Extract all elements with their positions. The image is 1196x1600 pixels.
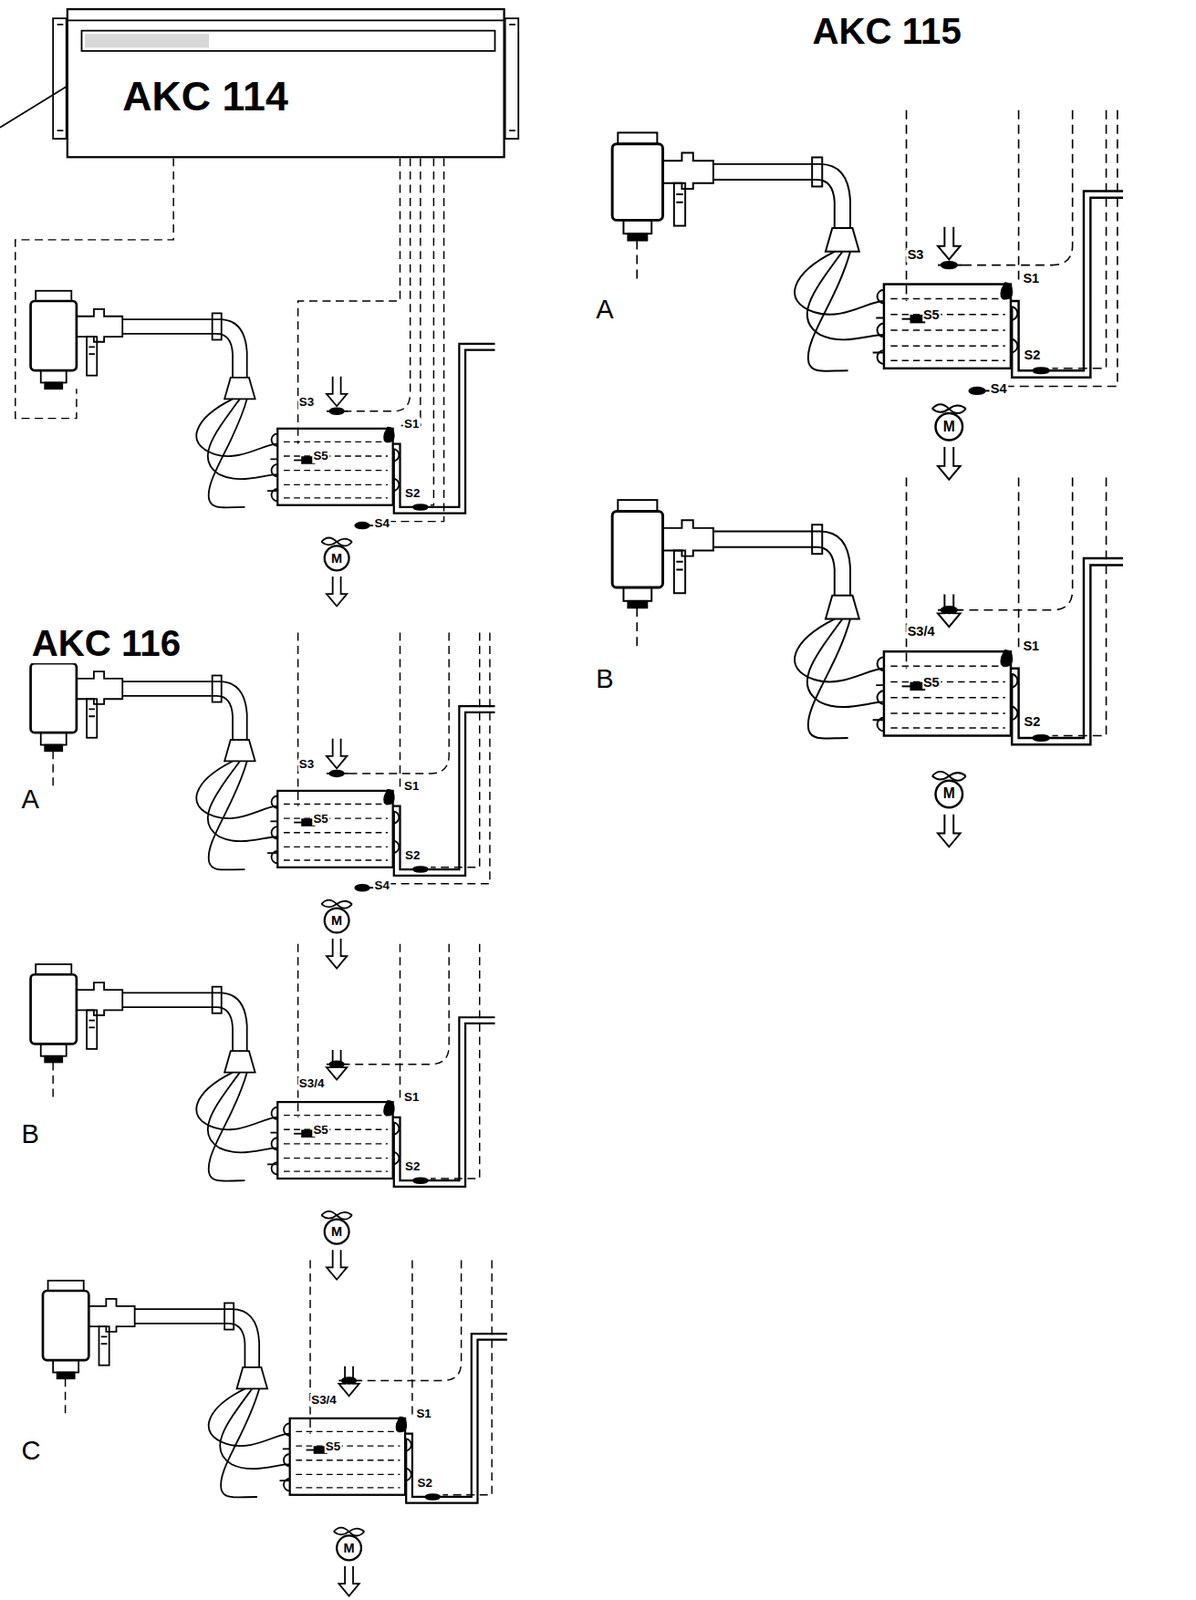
evaporator-drawing xyxy=(31,291,496,607)
group-title: AKC 115 xyxy=(811,11,963,51)
evaporator-drawing xyxy=(612,499,1124,847)
sensor-label: S3 xyxy=(298,395,316,409)
sensor-label: S3/4 xyxy=(310,1393,338,1407)
akc116-b-unit xyxy=(31,944,496,1280)
akc116-a-unit xyxy=(31,633,496,969)
sensor-label: S5 xyxy=(922,307,941,322)
bracket-slots xyxy=(57,24,516,131)
sensor-wires xyxy=(15,157,445,521)
sensor-label: S2 xyxy=(416,1476,434,1490)
fan-motor-label: M xyxy=(942,419,957,435)
sensor-label: S5 xyxy=(324,1439,343,1453)
mounting-bracket xyxy=(52,18,67,139)
sensor-wires xyxy=(65,1259,493,1495)
sensor-label: S2 xyxy=(404,487,422,500)
sensor-wires xyxy=(636,110,1118,387)
fan-motor-label: M xyxy=(942,786,957,801)
akc114-unit xyxy=(15,157,496,606)
sensor-label: S1 xyxy=(403,1091,421,1104)
variant-letter: B xyxy=(20,1120,41,1149)
akc115-b-unit xyxy=(612,478,1124,848)
evaporator-drawing xyxy=(31,964,496,1280)
sensor-label: S2 xyxy=(404,849,422,863)
display-strip xyxy=(66,20,506,52)
sensor-wires xyxy=(52,633,490,884)
sensor-label: S1 xyxy=(403,417,421,431)
fan-motor-label: M xyxy=(330,551,344,565)
sensor-label: S2 xyxy=(404,1160,422,1174)
sensor-label: S5 xyxy=(312,811,330,825)
controller-name: AKC 114 xyxy=(122,75,289,117)
sensor-label: S4 xyxy=(373,517,391,531)
sensors xyxy=(338,1377,362,1384)
variant-letter: C xyxy=(20,1436,42,1466)
sensor-label: S3 xyxy=(906,248,926,262)
sensor-label: S5 xyxy=(922,675,941,689)
akc116-c-unit xyxy=(42,1259,508,1596)
sensor-label: S1 xyxy=(415,1407,433,1421)
fan-motor-label: M xyxy=(342,1540,355,1555)
sensor-wires xyxy=(52,944,480,1179)
sensor-label: S2 xyxy=(1023,348,1042,363)
sensor-label: S1 xyxy=(403,780,421,793)
sensor-wires xyxy=(636,478,1106,737)
sensors xyxy=(326,1060,350,1068)
sensor-label: S5 xyxy=(312,449,330,463)
mounting-bracket xyxy=(505,18,520,139)
group-title: AKC 116 xyxy=(31,624,183,664)
display-window xyxy=(85,34,208,47)
sensor-label: S4 xyxy=(373,879,391,893)
sensors xyxy=(326,407,374,529)
fan-motor-label: M xyxy=(330,1225,344,1239)
sensor-label: S3/4 xyxy=(906,624,936,639)
evaporator-drawing xyxy=(31,653,496,969)
leader-line xyxy=(0,86,67,128)
variant-letter: B xyxy=(594,665,615,694)
evaporator-drawing xyxy=(42,1280,508,1597)
sensors xyxy=(326,770,374,892)
sensors xyxy=(937,606,963,614)
controller-box: AKC 114 xyxy=(66,8,506,158)
sensors xyxy=(937,261,990,395)
sensor-label: S2 xyxy=(1023,715,1042,729)
fan-motor-label: M xyxy=(330,913,344,927)
sensor-label: S5 xyxy=(312,1123,330,1137)
variant-letter: A xyxy=(20,785,41,814)
akc115-a-unit xyxy=(612,110,1124,480)
variant-letter: A xyxy=(594,295,615,324)
sensor-label: S1 xyxy=(1021,639,1040,654)
sensor-label: S4 xyxy=(989,382,1009,396)
sensor-label: S3/4 xyxy=(298,1077,326,1091)
sensor-label: S3 xyxy=(298,758,316,771)
sensor-label: S1 xyxy=(1021,271,1040,286)
evaporator-drawing xyxy=(612,132,1124,479)
